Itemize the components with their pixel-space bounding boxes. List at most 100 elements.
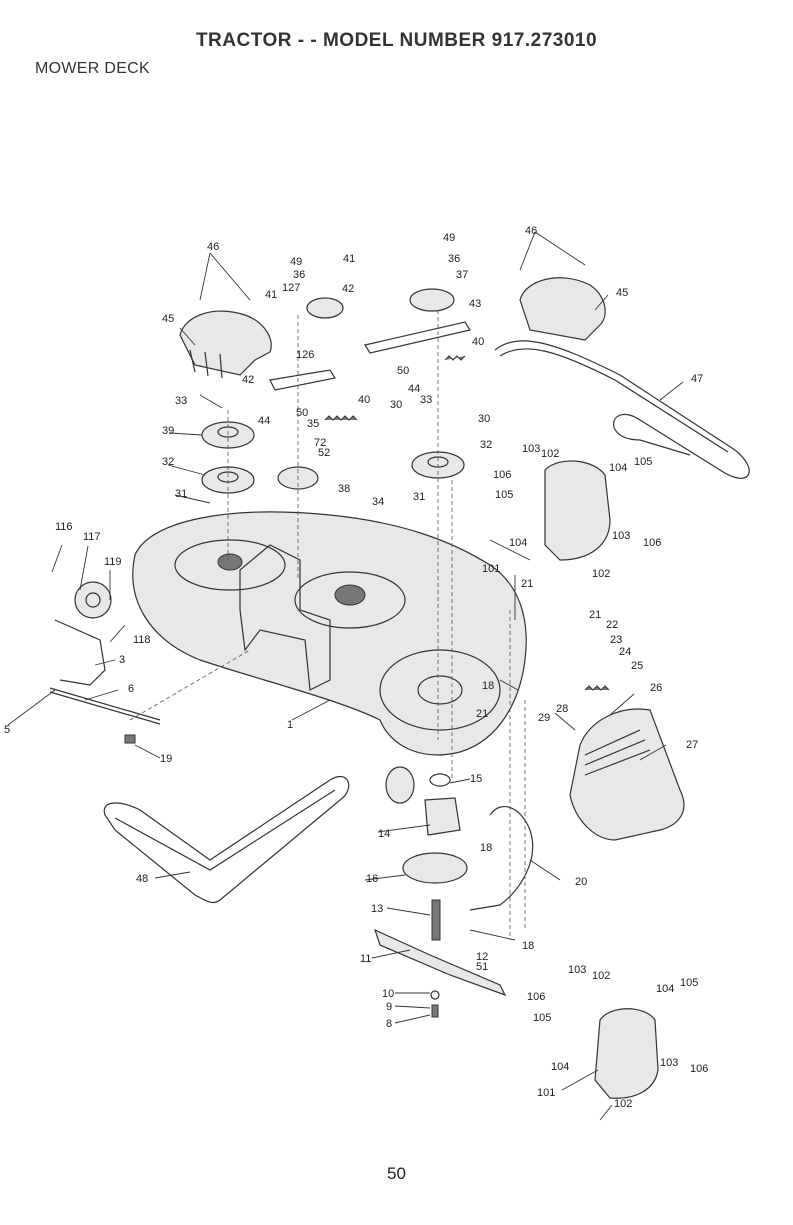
callout: 22	[606, 619, 618, 631]
callout: 36	[293, 269, 305, 281]
callout: 31	[413, 491, 425, 503]
callout: 23	[610, 634, 622, 646]
callout: 106	[643, 537, 661, 549]
callout: 8	[386, 1018, 392, 1030]
callout: 40	[472, 336, 484, 348]
callout: 102	[592, 568, 610, 580]
discharge-chute	[569, 708, 685, 841]
belt-cover-left	[179, 310, 272, 376]
callout: 5	[4, 724, 10, 736]
callout: 24	[619, 646, 631, 658]
callout: 51	[476, 961, 488, 973]
callout: 15	[470, 773, 482, 785]
callout: 116	[55, 521, 73, 533]
callout: 50	[397, 365, 409, 377]
callout: 41	[343, 253, 355, 265]
callout: 104	[656, 983, 674, 995]
callout: 29	[538, 712, 550, 724]
callout: 36	[448, 253, 460, 265]
callout: 105	[533, 1012, 551, 1024]
callout: 35	[307, 418, 319, 430]
callout: 101	[537, 1087, 555, 1099]
callout: 25	[631, 660, 643, 672]
callout: 19	[160, 753, 172, 765]
callout: 119	[104, 556, 122, 568]
blade	[373, 928, 507, 997]
callout: 31	[175, 488, 187, 500]
callout: 33	[420, 394, 432, 406]
callout: 38	[338, 483, 350, 495]
belt-cover-right	[519, 277, 606, 341]
callout: 32	[480, 439, 492, 451]
callout: 106	[690, 1063, 708, 1075]
callout: 50	[296, 407, 308, 419]
callout: 26	[650, 682, 662, 694]
callout: 105	[495, 489, 513, 501]
page-title: TRACTOR - - MODEL NUMBER 917.273010	[195, 30, 598, 51]
callout: 10	[382, 988, 394, 1000]
callout: 104	[551, 1061, 569, 1073]
callout: 9	[386, 1001, 392, 1013]
callout: 1	[287, 719, 293, 731]
callout: 105	[680, 977, 698, 989]
callout: 33	[175, 395, 187, 407]
callout-labels: 46 49 41 49 46 36 36 127 42 37 41 45 45 …	[4, 225, 708, 1110]
callout: 106	[527, 991, 545, 1003]
callout: 72	[314, 437, 326, 449]
callout: 45	[616, 287, 628, 299]
callout: 46	[207, 241, 219, 253]
callout: 103	[522, 443, 540, 455]
callout: 40	[358, 394, 370, 406]
callout: 16	[366, 873, 378, 885]
callout: 103	[568, 964, 586, 976]
callout: 103	[612, 530, 630, 542]
section-title: MOWER DECK	[35, 60, 150, 77]
page-number: 50	[387, 1164, 406, 1183]
callout: 104	[509, 537, 527, 549]
callout: 32	[162, 456, 174, 468]
belt-48	[103, 776, 350, 904]
callout: 41	[265, 289, 277, 301]
callout: 21	[476, 708, 488, 720]
callout: 104	[609, 462, 627, 474]
callout: 20	[575, 876, 587, 888]
callout: 102	[592, 970, 610, 982]
callout: 18	[522, 940, 534, 952]
callout: 52	[318, 447, 330, 459]
callout: 106	[493, 469, 511, 481]
callout: 11	[360, 953, 371, 965]
callout: 118	[133, 634, 151, 646]
callout: 27	[686, 739, 698, 751]
callout: 14	[378, 828, 390, 840]
deflector-upper	[544, 460, 611, 561]
callout: 30	[478, 413, 490, 425]
callout: 43	[469, 298, 481, 310]
callout: 105	[634, 456, 652, 468]
leader-lines	[7, 231, 684, 1121]
callout: 46	[525, 225, 537, 237]
callout: 127	[282, 282, 300, 294]
callout: 101	[482, 563, 500, 575]
callout: 44	[408, 383, 420, 395]
callout: 126	[296, 349, 314, 361]
callout: 42	[242, 374, 254, 386]
deflector-lower	[594, 1008, 659, 1099]
callout: 102	[541, 448, 559, 460]
callout: 102	[614, 1098, 632, 1110]
callout: 21	[589, 609, 601, 621]
callout: 39	[162, 425, 174, 437]
callout: 47	[691, 373, 703, 385]
callout: 117	[83, 531, 101, 543]
callout: 3	[119, 654, 125, 666]
callout: 18	[482, 680, 494, 692]
callout: 28	[556, 703, 568, 715]
callout: 13	[371, 903, 383, 915]
callout: 12	[476, 951, 488, 963]
callout: 49	[443, 232, 455, 244]
callout: 45	[162, 313, 174, 325]
belt-47	[494, 340, 750, 479]
callout: 21	[521, 578, 533, 590]
callout: 42	[342, 283, 354, 295]
callout: 34	[372, 496, 384, 508]
